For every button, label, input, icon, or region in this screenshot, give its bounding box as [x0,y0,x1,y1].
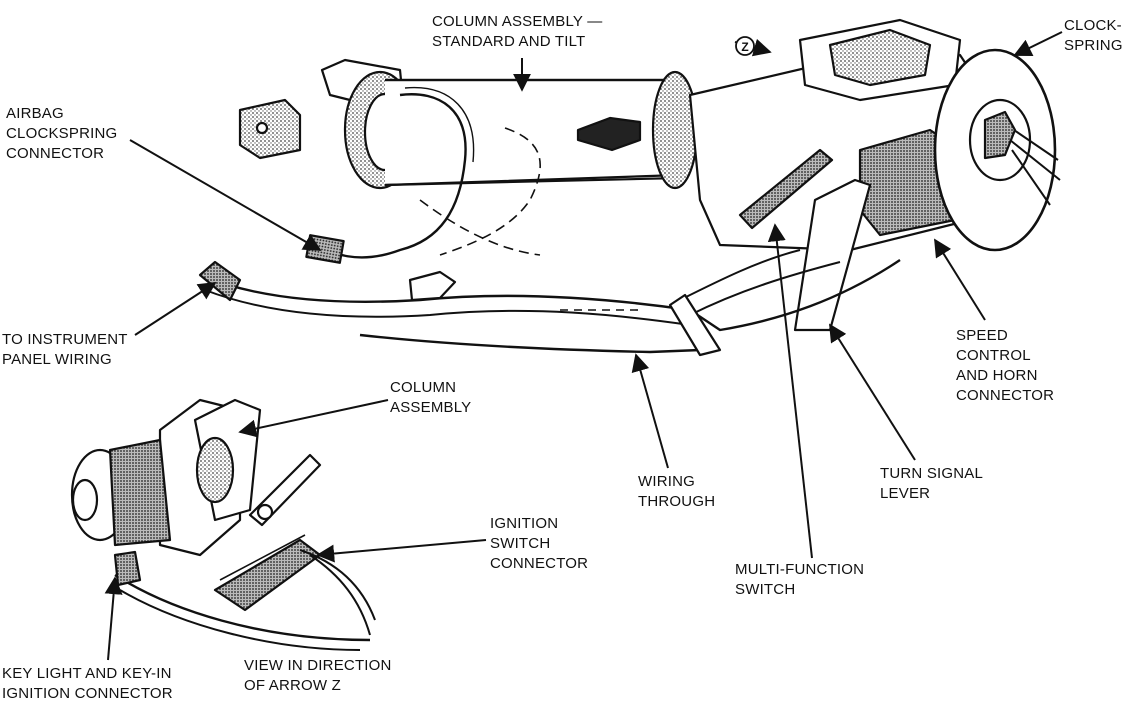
arrow-z-text: Z [741,40,748,54]
ignition-inset-view [70,398,376,651]
label-column-assembly-inset: COLUMN ASSEMBLY [390,379,472,416]
leader-lines [104,31,1063,661]
label-column-assembly-standard-tilt: COLUMN ASSEMBLY — STANDARD AND TILT [432,13,603,50]
label-wiring-through: WIRING THROUGH [638,473,716,510]
label-turn-signal-lever: TURN SIGNAL LEVER [880,465,984,502]
label-speed-control-horn-connector: SPEED CONTROL AND HORN CONNECTOR [956,327,1055,404]
main-column-assembly [198,18,1061,357]
label-to-instrument-panel-wiring: TO INSTRUMENT PANEL WIRING [2,331,128,368]
label-airbag-clockspring-connector: AIRBAG CLOCKSPRING CONNECTOR [6,105,118,162]
label-clockspring: CLOCK- SPRING [1064,17,1123,54]
label-key-light-ignition-connector: KEY LIGHT AND KEY-IN IGNITION CONNECTOR [2,665,173,702]
label-multi-function-switch: MULTI-FUNCTION SWITCH [735,561,865,598]
arrow-z-marker: Z [734,36,772,57]
label-ignition-switch-connector: IGNITION SWITCH CONNECTOR [490,515,589,572]
label-view-direction-arrow-z: VIEW IN DIRECTION OF ARROW Z [244,657,392,694]
